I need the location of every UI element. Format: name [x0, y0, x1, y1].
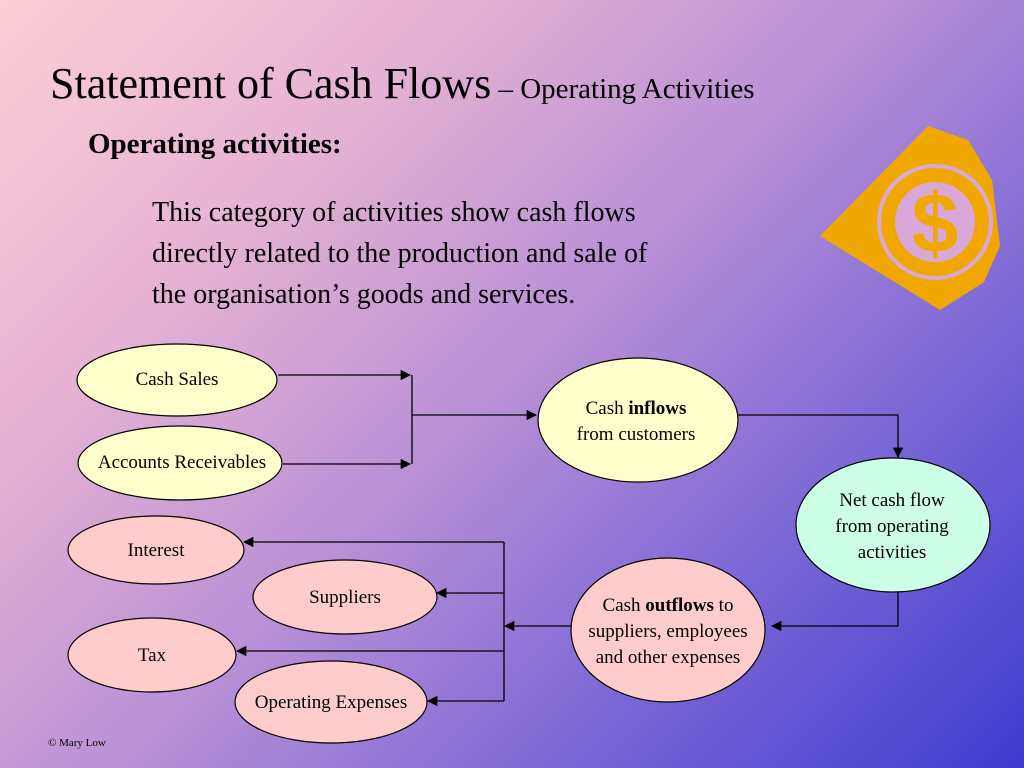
operating-expenses-node [234, 660, 428, 744]
net-cash-flow-line1: Net cash flow [839, 490, 945, 511]
cash-outflows-suffix: to [713, 595, 734, 616]
operating-expenses-label: Operating Expenses [254, 692, 408, 713]
cash-inflows-bold: inflows [628, 398, 687, 419]
cash-outflows-prefix: Cash [602, 595, 646, 616]
suppliers-label: Suppliers [309, 587, 381, 608]
cash-inflows-node [537, 357, 739, 483]
cash-outflows-line3: and other expenses [595, 647, 741, 668]
tax-label: Tax [137, 645, 167, 666]
svg-text:$: $ [912, 176, 959, 270]
suppliers-node [252, 559, 438, 635]
cash-outflows-line2: suppliers, employees [588, 621, 748, 642]
dollar-eye-icon: $ [820, 126, 1000, 310]
description-line-2: directly related to the production and s… [152, 238, 648, 269]
cash-inflows-label: Cash inflows from customers [577, 396, 696, 448]
net-cash-flow-line2: from operating [835, 516, 949, 537]
copyright-footer: © Mary Low [48, 737, 106, 749]
description-text: This category of activities show cash fl… [152, 192, 792, 315]
cash-outflows-bold: outflows [645, 595, 714, 616]
page-title: Statement of Cash Flows – Operating Acti… [50, 58, 755, 109]
cash-sales-node [76, 343, 278, 417]
net-cash-flow-line3: activities [857, 542, 927, 563]
section-heading: Operating activities: [88, 128, 342, 160]
cash-outflows-label: Cash outflows to suppliers, employees an… [588, 593, 747, 671]
net-cash-flow-label: Net cash flow from operating activities [835, 488, 948, 566]
connector-lines [235, 369, 904, 707]
tax-node [67, 617, 237, 693]
title-main: Statement of Cash Flows [50, 59, 492, 108]
cash-sales-label: Cash Sales [135, 369, 219, 390]
description-line-1: This category of activities show cash fl… [152, 197, 636, 228]
cash-inflows-prefix: Cash [585, 398, 629, 419]
cash-outflows-node [570, 557, 766, 703]
interest-label: Interest [127, 540, 185, 561]
accounts-receivables-node [77, 425, 283, 501]
net-cash-flow-node [795, 457, 991, 593]
description-line-3: the organisation’s goods and services. [152, 279, 576, 310]
cash-inflows-line2: from customers [576, 424, 696, 445]
accounts-receivables-label: Accounts Receivables [97, 452, 267, 473]
interest-node [67, 515, 245, 585]
title-sub: – Operating Activities [491, 73, 755, 105]
